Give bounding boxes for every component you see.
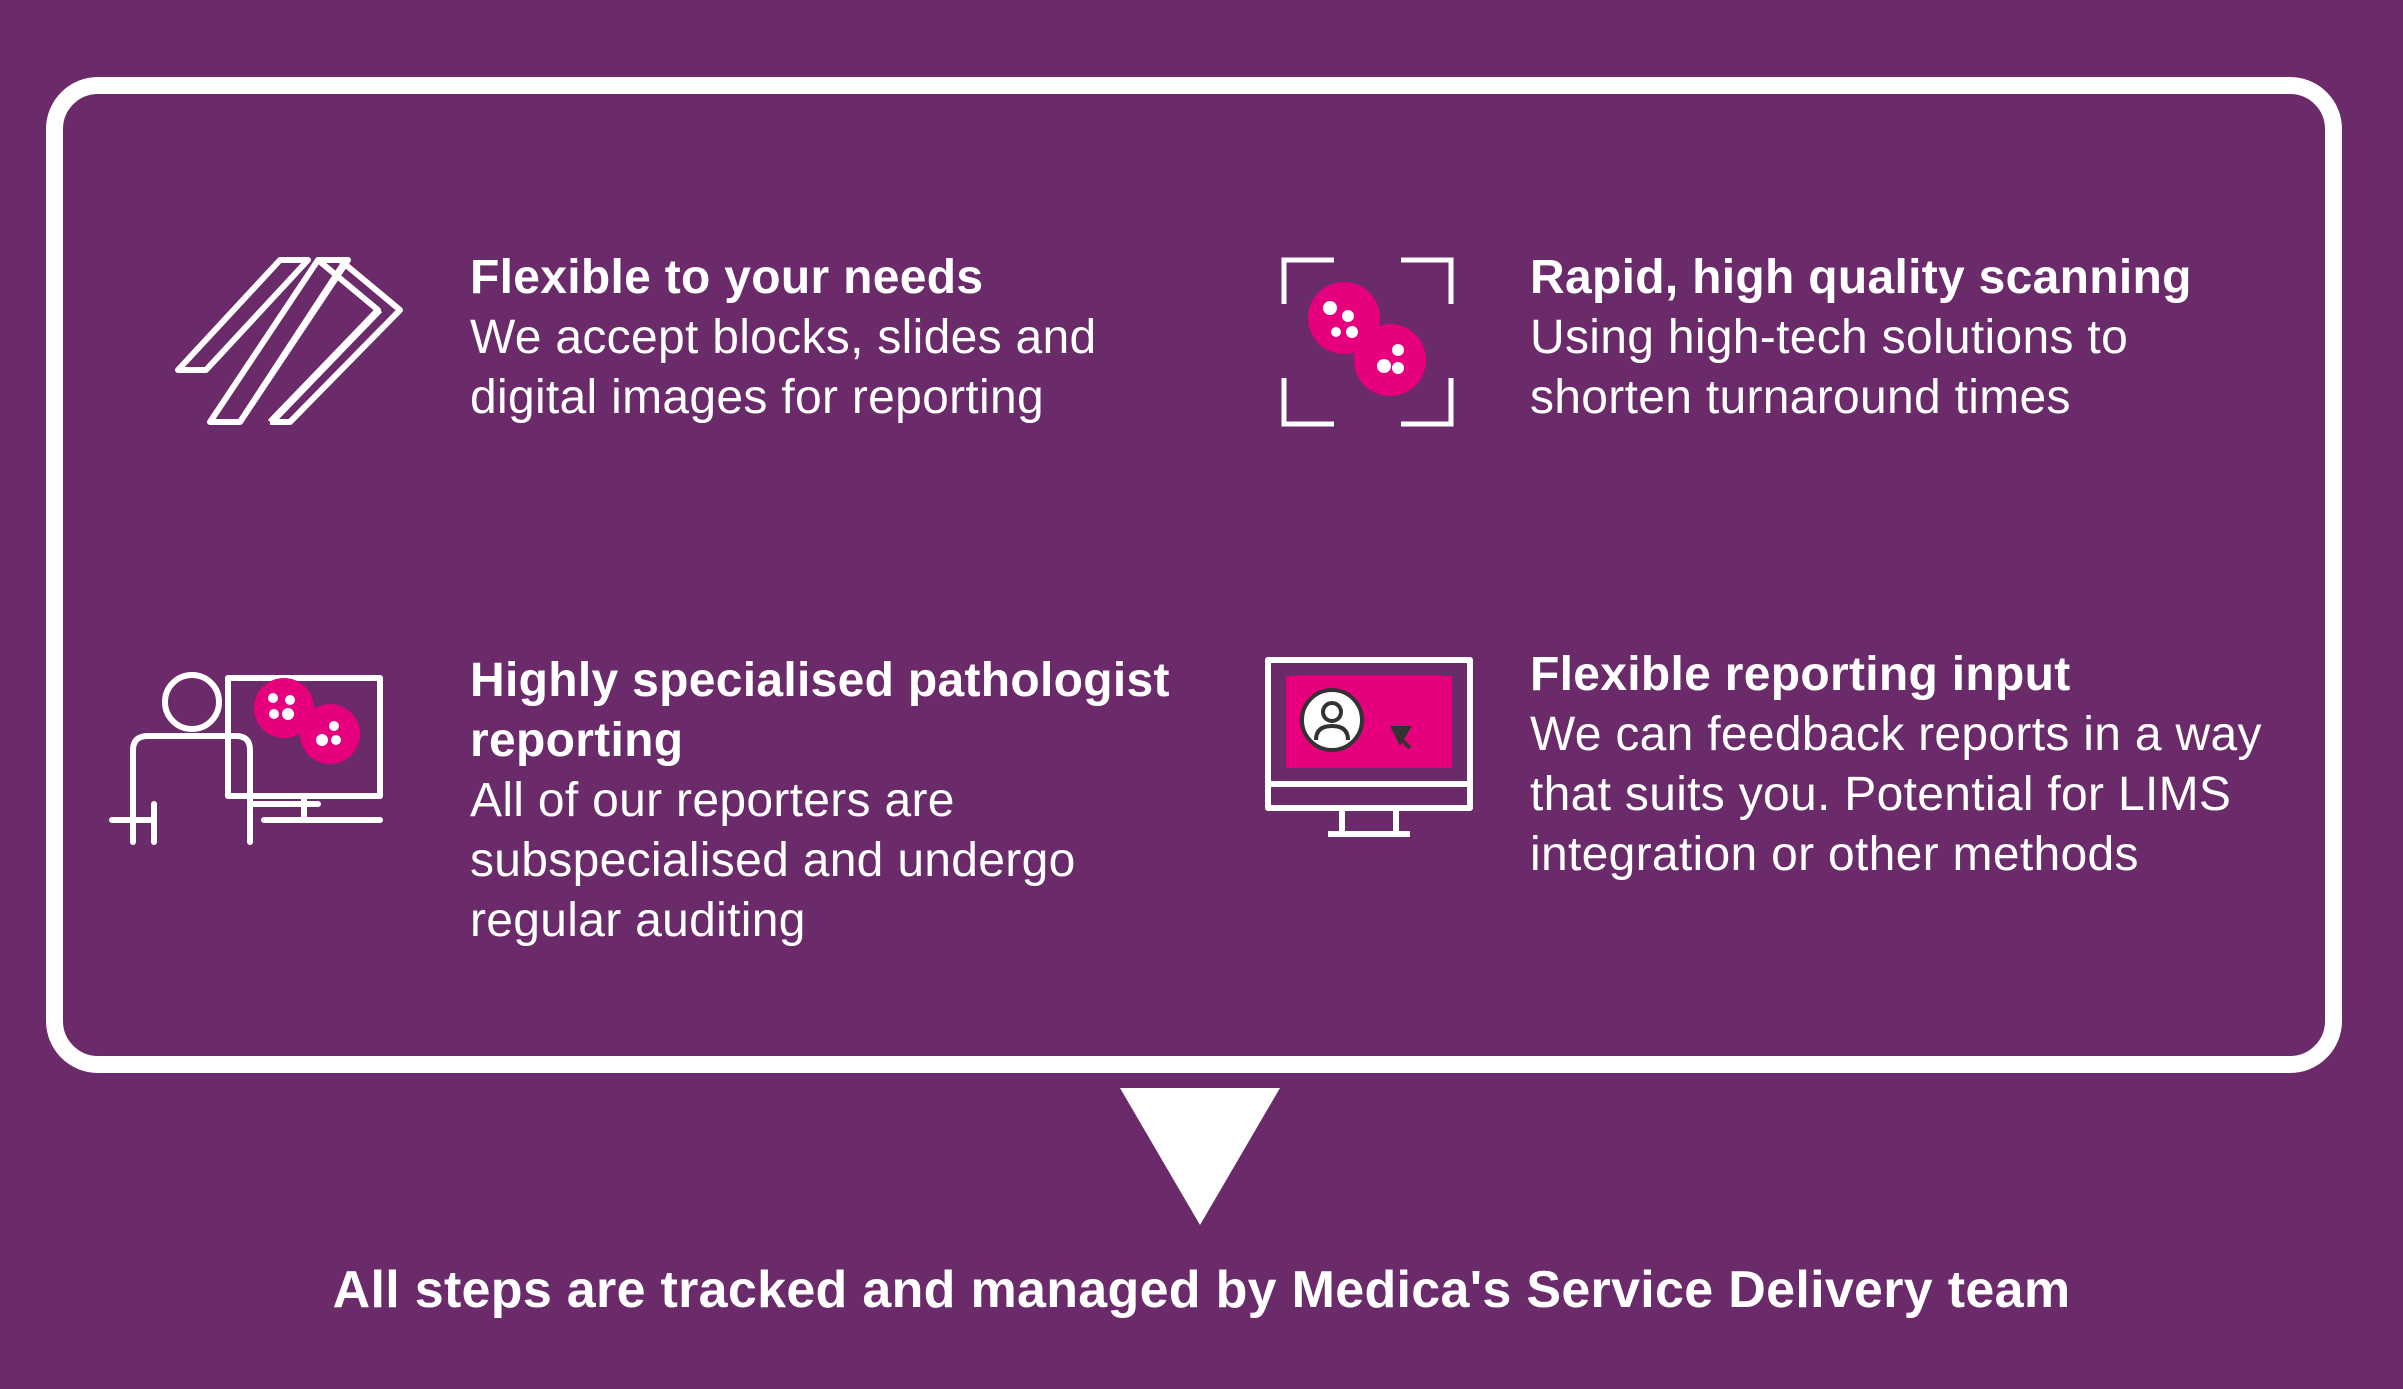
feature-title-line: Highly specialised pathologist (470, 654, 1170, 707)
feature-title: Flexible reporting input (1530, 648, 2071, 701)
scan-icon (1280, 256, 1455, 428)
feature-desc-line: We accept blocks, slides and (470, 311, 1097, 364)
footer-caption: All steps are tracked and managed by Med… (332, 1261, 2071, 1319)
feature-desc-line: shorten turnaround times (1530, 371, 2071, 424)
feature-desc-line: All of our reporters are (470, 774, 955, 827)
feature-desc-line: regular auditing (470, 894, 806, 947)
feature-desc-line: integration or other methods (1530, 828, 2139, 881)
feature-desc-line: We can feedback reports in a way (1530, 708, 2262, 761)
features-panel (46, 77, 2342, 1073)
feature-desc-line: Using high-tech solutions to (1530, 311, 2129, 364)
feature-title: Flexible to your needs (470, 251, 984, 304)
pathologist-icon (108, 670, 388, 850)
monitor-icon (1264, 656, 1474, 840)
feature-desc-line: that suits you. Potential for LIMS (1530, 768, 2232, 821)
feature-desc-line: digital images for reporting (470, 371, 1045, 424)
slides-icon (170, 250, 410, 440)
feature-title-line: reporting (470, 714, 684, 767)
speech-pointer (1120, 1088, 1280, 1225)
feature-title: Rapid, high quality scanning (1530, 251, 2192, 304)
feature-desc-line: subspecialised and undergo (470, 834, 1076, 887)
